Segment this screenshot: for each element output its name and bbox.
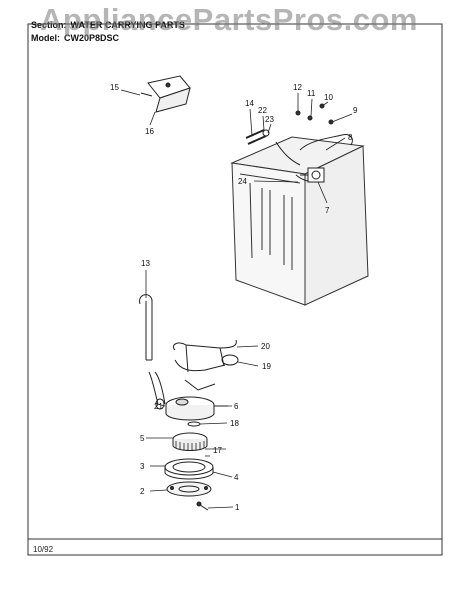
callout-15: 15 <box>110 83 119 92</box>
sheet-frame <box>27 23 443 556</box>
small-clamp <box>155 398 165 410</box>
mount-ring <box>164 458 214 480</box>
seal-ring <box>187 421 201 427</box>
callout-13: 13 <box>141 259 150 268</box>
mounting-bracket <box>140 75 191 113</box>
model-label: Model: <box>31 33 60 43</box>
pump <box>165 396 228 421</box>
section-header: Section:WATER CARRYING PARTS <box>31 20 185 30</box>
callout-14: 14 <box>245 99 254 108</box>
section-label: Section: <box>31 20 67 30</box>
pump-pulley <box>172 432 208 451</box>
callout-4: 4 <box>234 473 239 482</box>
callout-numbers: 1 2 3 4 5 6 7 8 9 10 11 12 13 14 15 16 1… <box>110 83 358 512</box>
pump-hose <box>172 339 237 391</box>
callout-18: 18 <box>230 419 239 428</box>
callout-21: 21 <box>154 402 163 411</box>
callout-12: 12 <box>293 83 302 92</box>
callout-1: 1 <box>235 503 240 512</box>
screw <box>196 501 209 511</box>
callout-19: 19 <box>262 362 271 371</box>
callout-2: 2 <box>140 487 145 496</box>
callout-5: 5 <box>140 434 145 443</box>
small-fasteners <box>295 103 334 125</box>
bolt-set <box>245 129 270 145</box>
callout-11: 11 <box>307 89 316 98</box>
callout-20: 20 <box>261 342 270 351</box>
callout-6: 6 <box>234 402 239 411</box>
section-value: WATER CARRYING PARTS <box>70 20 185 30</box>
callout-7: 7 <box>325 206 330 215</box>
callout-17: 17 <box>213 446 222 455</box>
model-value: CW20P8DSC <box>64 33 120 43</box>
drain-hose <box>139 294 166 405</box>
callout-23: 23 <box>265 115 274 124</box>
model-header: Model: CW20P8DSC <box>31 33 119 43</box>
callout-3: 3 <box>140 462 145 471</box>
hose-clamp <box>221 354 239 366</box>
callout-22: 22 <box>258 106 267 115</box>
cabinet <box>230 136 369 306</box>
revision-date: 10/92 <box>33 545 54 554</box>
callout-24: 24 <box>238 177 247 186</box>
water-valve <box>300 167 325 183</box>
callout-8: 8 <box>348 133 353 142</box>
callout-9: 9 <box>353 106 358 115</box>
base-plate <box>166 481 212 497</box>
leader-lines <box>120 89 353 509</box>
callout-16: 16 <box>145 127 154 136</box>
callout-10: 10 <box>324 93 333 102</box>
